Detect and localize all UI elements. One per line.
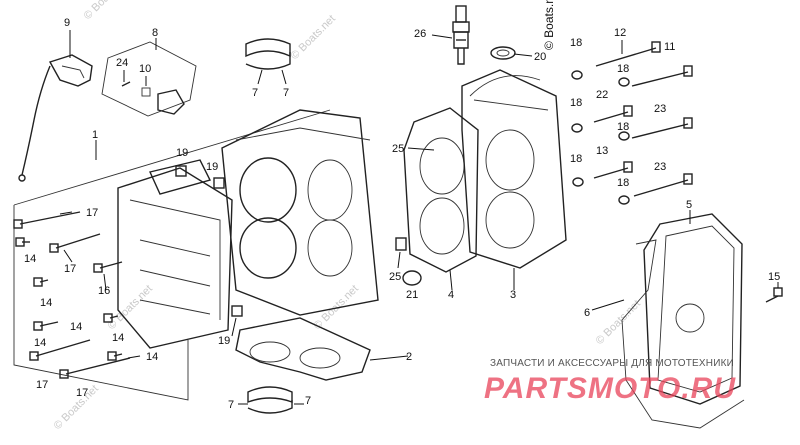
callout-19: 19: [218, 335, 230, 347]
callout-1: 1: [92, 129, 98, 141]
callout-18: 18: [617, 121, 629, 133]
callout-11: 11: [664, 41, 675, 53]
callout-20: 20: [534, 51, 546, 63]
footer-caption: ЗАПЧАСТИ И АКСЕССУАРЫ ДЛЯ МОТОТЕХНИКИ: [490, 358, 734, 369]
part-bolts-right: [593, 41, 693, 197]
callout-2: 2: [406, 351, 412, 363]
leader-lines: [59, 30, 779, 405]
part-crankcase: [117, 159, 233, 349]
part-dowel-pins: [175, 165, 243, 317]
callout-14: 14: [146, 351, 158, 363]
callout-18: 18: [617, 177, 629, 189]
callout-14: 14: [24, 253, 36, 265]
callout-7: 7: [305, 395, 311, 407]
part-ignition-coil: [18, 54, 93, 182]
callout-7: 7: [283, 87, 289, 99]
callout-18: 18: [617, 63, 629, 75]
part-bolt-15: [765, 287, 783, 303]
callout-14: 14: [70, 321, 82, 333]
callout-17: 17: [76, 387, 88, 399]
part-half-bearing-top: [245, 38, 291, 70]
callout-14: 14: [112, 332, 124, 344]
callout-9: 9: [64, 17, 70, 29]
part-head-gasket: [403, 107, 479, 273]
callout-14: 14: [34, 337, 46, 349]
callout-25: 25: [392, 143, 404, 155]
watermark-diagonal: © Boats.net: [594, 298, 643, 347]
callout-3: 3: [510, 289, 516, 301]
watermark-diagonal: © Boats.net: [289, 13, 338, 62]
callout-10: 10: [139, 63, 151, 75]
part-washer: [490, 46, 516, 60]
callout-6: 6: [584, 307, 590, 319]
callout-18: 18: [570, 153, 582, 165]
callout-15: 15: [768, 271, 780, 283]
callout-18: 18: [570, 37, 582, 49]
part-head-cover: [643, 213, 743, 405]
callout-4: 4: [448, 289, 454, 301]
callout-8: 8: [152, 27, 158, 39]
part-bracket-group: [101, 41, 197, 117]
callout-7: 7: [252, 87, 258, 99]
callout-14: 14: [40, 297, 52, 309]
callout-17: 17: [86, 207, 98, 219]
callout-16: 16: [98, 285, 110, 297]
callout-19: 19: [206, 161, 218, 173]
part-crankcase-assembly-frame: [13, 109, 331, 401]
callout-19: 19: [176, 147, 188, 159]
callout-21: 21: [406, 289, 418, 301]
copyright-watermark: © Boats.net: [542, 0, 556, 50]
part-washers-18: [571, 70, 630, 205]
callout-7: 7: [228, 399, 234, 411]
callout-17: 17: [36, 379, 48, 391]
part-cylinder-block: [221, 109, 379, 316]
callout-23: 23: [654, 103, 666, 115]
callout-18: 18: [570, 97, 582, 109]
callout-labels: 9 8 24 10 1 7 7 26 20 12 11 18 18 22 23 …: [24, 17, 780, 411]
callout-23: 23: [654, 161, 666, 173]
callout-24: 24: [116, 57, 128, 69]
part-cover-gasket: [621, 239, 745, 429]
callout-17: 17: [64, 263, 76, 275]
callout-26: 26: [414, 28, 426, 40]
brand-logo-text: PARTSMOTO.RU: [484, 372, 736, 405]
part-dowel-oring: [395, 237, 422, 286]
callout-5: 5: [686, 199, 692, 211]
callout-13: 13: [596, 145, 608, 157]
watermark-diagonal: © Boats.net: [82, 0, 131, 22]
callout-12: 12: [614, 27, 626, 39]
callout-25: 25: [389, 271, 401, 283]
part-cylinder-head: [461, 69, 567, 269]
part-bolts-left: [13, 211, 131, 379]
part-spark-plug: [452, 5, 470, 65]
callout-22: 22: [596, 89, 608, 101]
part-gasket-2: [235, 317, 371, 381]
part-half-bearing-bottom: [247, 386, 293, 414]
